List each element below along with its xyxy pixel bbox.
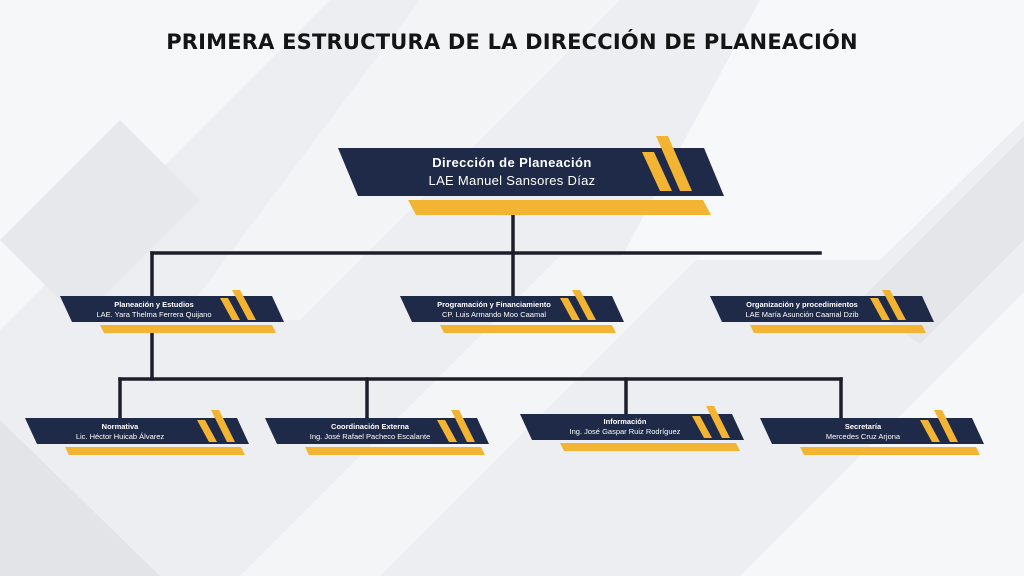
node-level2-2: Coordinación Externa Ing. José Rafael Pa… (265, 410, 495, 456)
node-level1-2: Programación y Financiamiento CP. Luis A… (400, 290, 630, 334)
node-level1-3: Organización y procedimientos LAE María … (710, 290, 940, 334)
node-root-person: LAE Manuel Sansores Díaz (428, 173, 596, 188)
node-level2-3-person: Ing. José Gaspar Ruiz Rodríguez (569, 427, 681, 436)
node-level1-1-person: LAE. Yara Thelma Ferrera Quijano (96, 310, 212, 319)
node-root-name: Dirección de Planeación (432, 155, 592, 170)
node-level2-3: Información Ing. José Gaspar Ruiz Rodríg… (520, 406, 750, 452)
node-level1-3-shape (710, 290, 934, 333)
node-level2-1: Normativa Lic. Héctor Huicab Álvarez (25, 410, 255, 456)
node-level2-1-shape (25, 410, 249, 455)
node-level1-3-person: LAE María Asunción Caamal Dzib (745, 310, 859, 319)
node-level1-1-shape (60, 290, 284, 333)
node-level1-2-name: Programación y Financiamiento (437, 300, 551, 309)
node-level1-2-person: CP. Luis Armando Moo Caamal (441, 310, 547, 319)
node-level2-4-name: Secretaría (844, 422, 882, 431)
node-level2-1-name: Normativa (101, 422, 139, 431)
node-level1-1-name: Planeación y Estudios (114, 300, 194, 309)
node-level2-2-shape (265, 410, 489, 455)
node-level2-2-person: Ing. José Rafael Pacheco Escalante (309, 432, 431, 441)
node-level2-4-shape (760, 410, 984, 455)
node-level2-2-name: Coordinación Externa (331, 422, 409, 431)
node-level2-4-person: Mercedes Cruz Arjona (825, 432, 901, 441)
node-root: Dirección de Planeación LAE Manuel Sanso… (338, 136, 728, 216)
node-root-shape (338, 136, 724, 215)
node-level1-1: Planeación y Estudios LAE. Yara Thelma F… (60, 290, 290, 334)
node-level1-3-name: Organización y procedimientos (746, 300, 858, 309)
page-title: PRIMERA ESTRUCTURA DE LA DIRECCIÓN DE PL… (166, 30, 858, 54)
node-level2-4: Secretaría Mercedes Cruz Arjona (760, 410, 990, 456)
node-level1-2-shape (400, 290, 624, 333)
node-level2-3-name: Información (603, 417, 647, 426)
node-level2-1-person: Lic. Héctor Huicab Álvarez (75, 432, 165, 441)
node-level2-3-shape (520, 406, 744, 451)
